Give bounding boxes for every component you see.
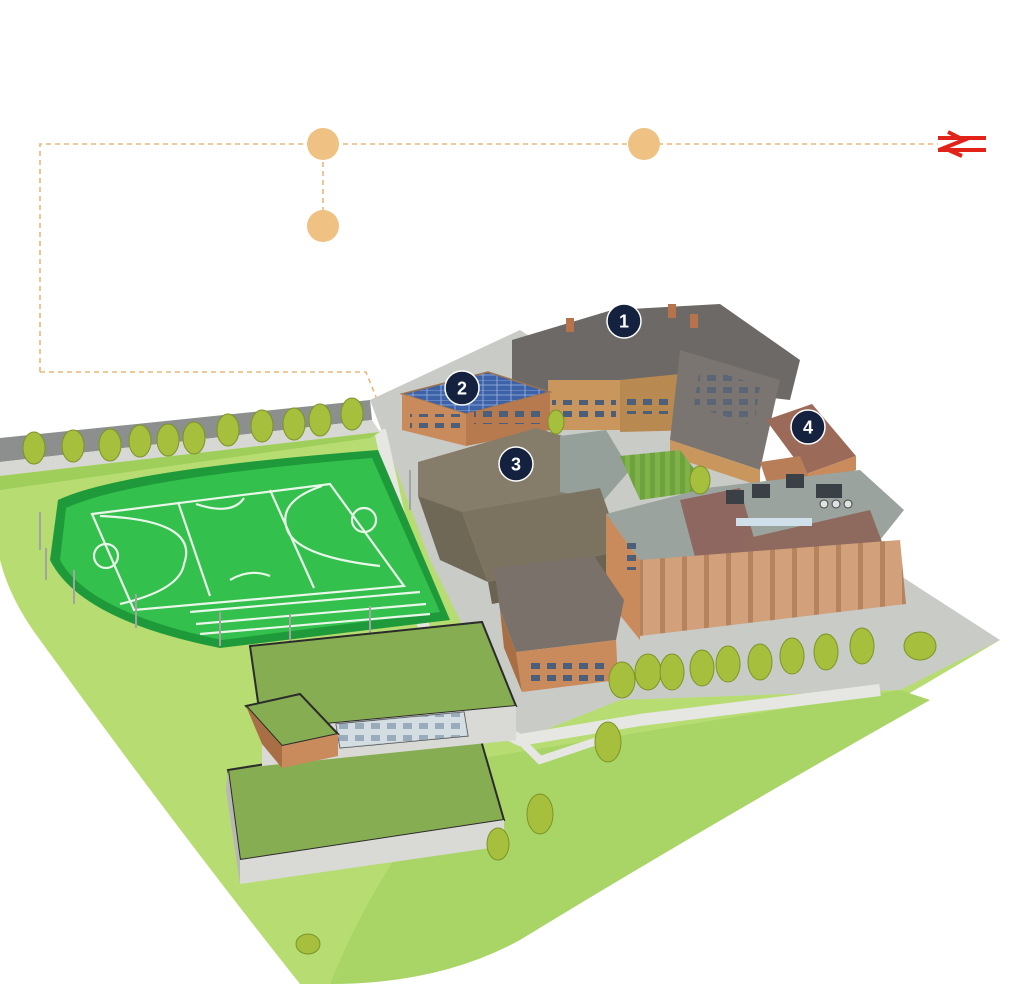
sports-pitch: [39, 450, 450, 648]
numbered-marker-icon[interactable]: [790, 409, 826, 445]
marker-4[interactable]: 4: [790, 409, 826, 445]
route-stop-icon[interactable]: [628, 128, 660, 160]
national-rail-icon[interactable]: [938, 130, 986, 158]
marker-1[interactable]: 1: [606, 303, 642, 339]
route-link: [40, 371, 379, 403]
route-stop-icon[interactable]: [307, 210, 339, 242]
green-roof-hall: [226, 620, 518, 884]
marker-layer: 1 2 3 4: [444, 303, 826, 482]
marker-3[interactable]: 3: [498, 446, 534, 482]
numbered-marker-icon[interactable]: [444, 370, 480, 406]
marker-label: 4: [803, 418, 813, 438]
route-stops: [307, 128, 660, 242]
tree-row-north: [22, 397, 364, 465]
numbered-marker-icon[interactable]: [498, 446, 534, 482]
main-building: [512, 304, 800, 486]
marker-label: 2: [457, 379, 467, 399]
tree-row-south: [295, 409, 937, 955]
numbered-marker-icon[interactable]: [606, 303, 642, 339]
route-main: [39, 143, 938, 372]
marker-2[interactable]: 2: [444, 370, 480, 406]
marker-label: 3: [511, 455, 521, 475]
south-house: [494, 556, 624, 692]
modern-building: [606, 470, 906, 640]
marker-label: 1: [619, 312, 629, 332]
route-stop-icon[interactable]: [307, 128, 339, 160]
